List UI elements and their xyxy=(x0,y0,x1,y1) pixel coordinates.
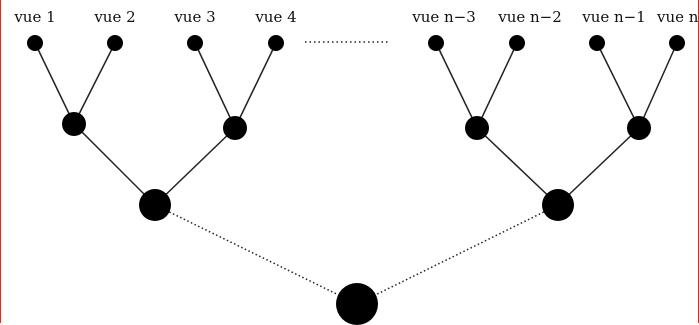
edge-leaf1-to-l1a xyxy=(34,42,75,125)
level1-node-b xyxy=(223,116,247,140)
leaf-label-n: vue n xyxy=(656,8,699,26)
leaf-node-2 xyxy=(107,35,123,51)
edge-l1b-to-l2a xyxy=(154,127,236,206)
leaf-node-n-1 xyxy=(589,35,605,51)
edge-l1d-to-l2b xyxy=(557,127,640,206)
level2-node-b xyxy=(542,189,574,221)
leaf-label-3: vue 3 xyxy=(173,8,215,26)
edge-leaf4-to-l1b xyxy=(234,42,277,129)
leaf-label-n-1: vue n−1 xyxy=(581,8,646,26)
edge-leafn3-to-l1c xyxy=(435,42,478,129)
level1-node-c xyxy=(465,116,489,140)
edge-l1a-to-l2a xyxy=(73,123,156,206)
edge-l2b-to-root xyxy=(356,204,559,305)
leaf-label-1: vue 1 xyxy=(13,8,55,26)
leaf-label-n-2: vue n−2 xyxy=(497,8,562,26)
leaf-node-4 xyxy=(268,35,284,51)
level1-node-a xyxy=(62,112,86,136)
edge-leaf2-to-l1a xyxy=(73,42,116,125)
level1-node-d xyxy=(627,116,651,140)
edge-leaf3-to-l1b xyxy=(194,42,236,129)
leaf-node-3 xyxy=(187,35,203,51)
leaf-label-4: vue 4 xyxy=(254,8,296,26)
edge-leafn1-to-l1d xyxy=(596,42,640,129)
level2-node-a xyxy=(139,189,171,221)
edge-l1c-to-l2b xyxy=(476,127,559,206)
leaf-node-n xyxy=(669,35,685,51)
leaf-node-n-3 xyxy=(428,35,444,51)
leaf-label-n-3: vue n−3 xyxy=(411,8,476,26)
leaf-node-1 xyxy=(27,35,43,51)
edge-l2a-to-root xyxy=(154,204,358,305)
edge-leafn2-to-l1c xyxy=(476,42,518,129)
edge-leafn-to-l1d xyxy=(638,42,678,129)
root-node xyxy=(336,283,378,325)
leaf-node-n-2 xyxy=(509,35,525,51)
leaf-label-2: vue 2 xyxy=(93,8,135,26)
